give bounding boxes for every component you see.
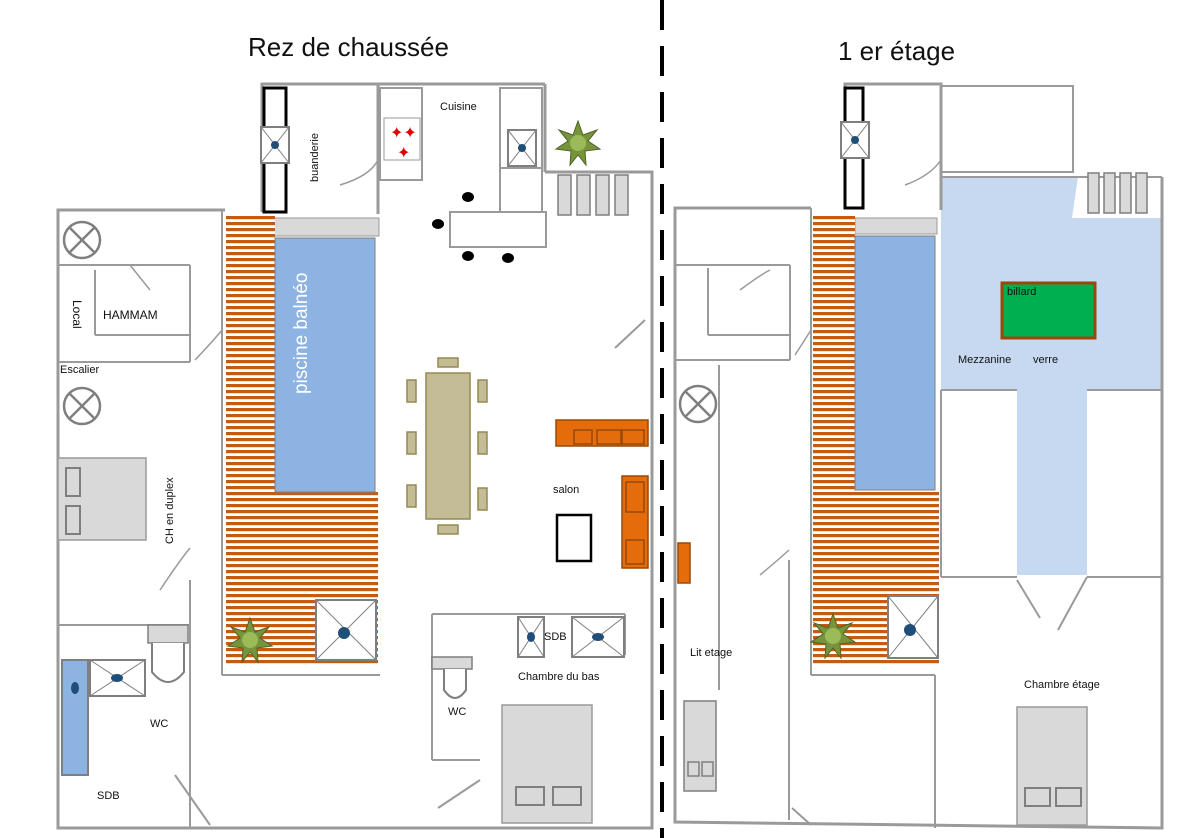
label-hammam: HAMMAM	[103, 308, 158, 322]
washer-icon	[840, 121, 870, 159]
label-verre: verre	[1033, 354, 1059, 366]
sink-icon	[507, 129, 537, 167]
pool	[274, 237, 376, 493]
label-billard: billard	[1007, 286, 1037, 298]
deck-view	[813, 216, 939, 665]
label-wc-left: WC	[150, 718, 169, 730]
sofa	[555, 419, 649, 569]
bed-duplex	[57, 457, 147, 541]
label-chambre-bas: Chambre du bas	[518, 671, 600, 683]
pool-edge	[854, 217, 938, 235]
label-piscine: piscine balnéo	[291, 272, 312, 394]
first-floor-title: 1 er étage	[838, 36, 956, 66]
bed-chambre-etage	[1016, 706, 1088, 826]
radiators	[557, 174, 629, 216]
stair-circle-icon	[62, 386, 102, 426]
wooden-deck	[226, 216, 378, 665]
sofa-small	[677, 542, 691, 584]
bunk-bed	[683, 700, 717, 792]
label-sdb-right: SDB	[544, 631, 567, 643]
label-lit-etage: Lit etage	[690, 647, 733, 659]
label-wc-right: WC	[448, 706, 467, 718]
bed-chambre-bas	[501, 704, 593, 824]
label-buanderie: buanderie	[309, 133, 321, 182]
label-mezzanine: Mezzanine	[958, 354, 1012, 366]
dining-table	[406, 357, 488, 535]
wc-bowl	[443, 669, 467, 699]
sdb-shower	[71, 659, 146, 697]
pool-shower-view	[887, 595, 939, 659]
label-escalier: Escalier	[60, 364, 100, 376]
stair-circle-icon	[678, 384, 718, 424]
hob-burner-icon: ✦✦	[390, 123, 417, 142]
first-floor-plan	[673, 82, 1164, 830]
hob-burner-icon: ✦	[397, 143, 410, 162]
label-sdb-left: SDB	[97, 790, 120, 802]
stools	[432, 192, 514, 263]
coffee-table	[555, 513, 593, 563]
hob	[383, 117, 421, 161]
label-chambre-etage: Chambre étage	[1024, 679, 1100, 691]
pool-edge	[273, 217, 380, 237]
sdb-sink	[517, 616, 545, 658]
plant-icon	[555, 120, 601, 166]
pool-shower	[315, 599, 377, 661]
radiators	[1087, 172, 1148, 214]
label-salon: salon	[553, 484, 580, 496]
label-local: Local	[70, 300, 84, 329]
stair-circle-icon	[62, 220, 102, 260]
wc-tank	[147, 624, 189, 644]
bathtub	[61, 659, 89, 776]
wc-bowl	[151, 643, 185, 683]
mezzanine-area	[941, 177, 1162, 575]
label-ch-duplex: CH en duplex	[164, 477, 176, 544]
sdb-shower-right	[571, 616, 625, 658]
pool-view	[854, 235, 936, 491]
washer-icon	[260, 126, 290, 164]
billiard-table	[1000, 281, 1097, 340]
wc-tank	[431, 656, 473, 670]
label-cuisine: Cuisine	[440, 101, 477, 113]
ground-floor-title: Rez de chaussée	[248, 32, 449, 62]
